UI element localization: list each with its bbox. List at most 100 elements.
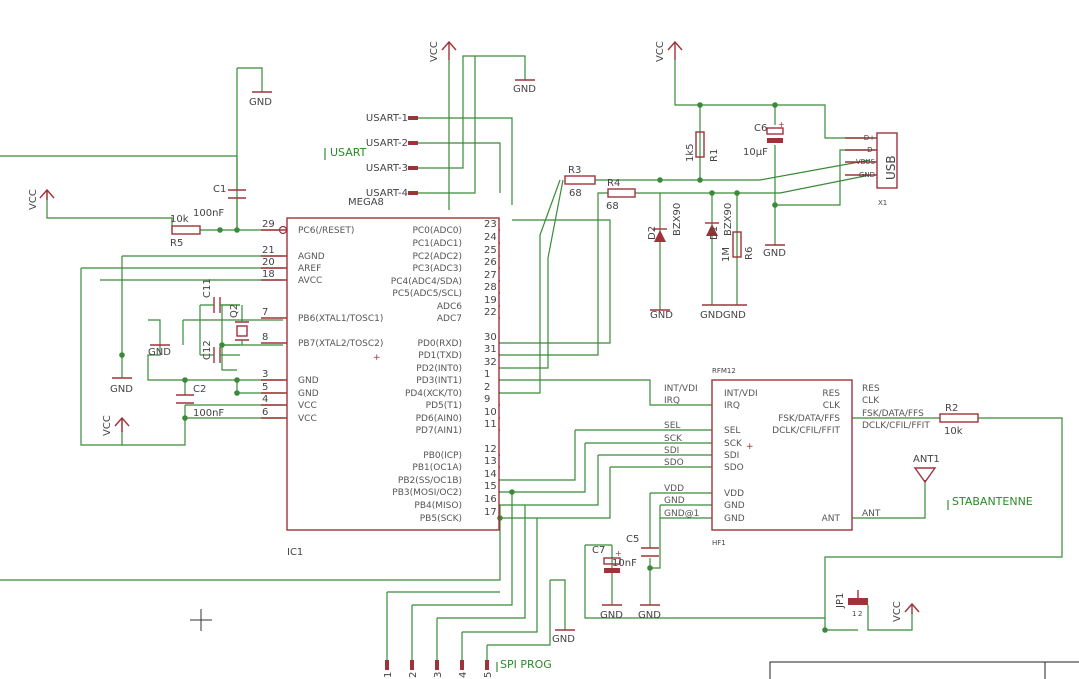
svg-text:+: + bbox=[778, 120, 785, 129]
r4-name: R4 bbox=[607, 178, 620, 189]
ic1-pin-name: PD3(INT1) bbox=[416, 376, 462, 386]
capacitor-c7: + C7 10nF bbox=[592, 545, 637, 573]
ic1-pin-number: 7 bbox=[262, 307, 268, 318]
svg-text:+: + bbox=[373, 353, 381, 363]
capacitor-c11: C11 bbox=[200, 278, 240, 313]
resistor-r2: R2 10k bbox=[939, 403, 979, 437]
ic1-pin-number: 19 bbox=[484, 295, 497, 306]
jumper-jp1: JP1 1 2 bbox=[835, 590, 868, 618]
ic1-pin-name: PB6(XTAL1/TOSC1) bbox=[298, 314, 383, 324]
hf1-pin-name: IRQ bbox=[724, 401, 740, 411]
svg-text:GND: GND bbox=[650, 310, 673, 321]
ic1-pin-name: PD1(TXD) bbox=[418, 351, 462, 361]
hf1-pin-name: SCK bbox=[724, 439, 743, 449]
ic1-pin-number: 17 bbox=[484, 507, 497, 518]
ic1-pin-number: 31 bbox=[484, 344, 497, 355]
r6-value: 1M bbox=[721, 247, 732, 262]
gnd-symbol-5: GND bbox=[763, 244, 786, 259]
ic1-pin-number: 26 bbox=[484, 257, 497, 268]
gnd-symbol-6: GND bbox=[650, 309, 673, 321]
usart-pin-label: USART-2 bbox=[366, 138, 408, 149]
spi-label: SPI PROG bbox=[500, 658, 552, 671]
ic1-pin-name: AGND bbox=[298, 252, 325, 262]
wires bbox=[0, 55, 1079, 679]
spi-pin-mark bbox=[385, 660, 389, 670]
resistor-r1: 1k5 R1 bbox=[685, 131, 720, 162]
ic1-pin-name: PD4(XCK/T0) bbox=[405, 389, 462, 399]
gnd-symbol-9: GND bbox=[638, 604, 661, 621]
resistor-r5: 10k R5 bbox=[170, 214, 201, 249]
ic1-pin-name: PB2(SS/OC1B) bbox=[398, 476, 462, 486]
hf1-value: RFM12 bbox=[712, 367, 736, 375]
ic1-pin-number: 29 bbox=[262, 219, 275, 230]
c5-name: C5 bbox=[626, 534, 639, 545]
ic1-pin-number: 30 bbox=[484, 332, 497, 343]
c7-value: 10nF bbox=[612, 558, 637, 569]
r1-value: 1k5 bbox=[685, 143, 696, 162]
r3-value: 68 bbox=[569, 188, 582, 199]
ic1-pin-number: 10 bbox=[484, 407, 497, 418]
hf1-pin-name: GND bbox=[724, 514, 745, 524]
ic1-pin-number: 2 bbox=[484, 382, 490, 393]
c12-name: C12 bbox=[202, 340, 213, 360]
vcc-symbol-1: VCC bbox=[28, 188, 55, 210]
ic1-pin-number: 20 bbox=[262, 257, 275, 268]
hf1-pin-name: SDI bbox=[724, 451, 739, 461]
hf1-pin-name: VDD bbox=[724, 489, 744, 499]
c6-value: 10µF bbox=[743, 147, 768, 158]
svg-text:VCC: VCC bbox=[429, 41, 440, 62]
ant1-label: STABANTENNE bbox=[952, 495, 1033, 508]
usart-pin-mark bbox=[408, 116, 418, 120]
ic1-pin-name: PB1(OC1A) bbox=[412, 463, 462, 473]
svg-text:GND: GND bbox=[638, 610, 661, 621]
svg-text:GND: GND bbox=[552, 634, 575, 645]
usb-pin-label: VBUS bbox=[856, 158, 876, 166]
r2-name: R2 bbox=[945, 403, 958, 414]
svg-text:GND: GND bbox=[148, 347, 171, 358]
spi-pin-number: 4 bbox=[458, 672, 469, 678]
ic1-pin-number: 15 bbox=[484, 481, 497, 492]
r5-value: 10k bbox=[170, 214, 189, 225]
ic1-pin-name: GND bbox=[298, 389, 319, 399]
svg-text:VCC: VCC bbox=[655, 41, 666, 62]
usart-pin-label: USART-1 bbox=[366, 113, 408, 124]
svg-text:GNDGND: GNDGND bbox=[700, 310, 746, 321]
vcc-symbol-2: VCC bbox=[429, 40, 457, 210]
hf1-name: HF1 bbox=[712, 539, 726, 547]
ic1-pin-number: 14 bbox=[484, 469, 497, 480]
svg-text:GND: GND bbox=[513, 84, 536, 95]
hf1-net-label: GND@1 bbox=[664, 509, 699, 519]
ic1-pin-number: 9 bbox=[484, 394, 490, 405]
c1-value: 100nF bbox=[193, 208, 224, 219]
c7-name: C7 bbox=[592, 545, 605, 556]
vcc-symbol-3: VCC bbox=[655, 40, 683, 62]
zener-d2: D2 BZX90 bbox=[647, 203, 683, 242]
ic1-pin-name: PC1(ADC1) bbox=[412, 239, 462, 249]
c11-name: C11 bbox=[202, 278, 213, 298]
q2-name: Q2 bbox=[229, 304, 240, 318]
ic1-pin-name: ADC7 bbox=[437, 314, 462, 324]
svg-text:GND: GND bbox=[110, 384, 133, 395]
ic1-pin-name: VCC bbox=[298, 401, 317, 411]
gnd-symbol-3: GND bbox=[148, 344, 171, 358]
spi-pin-mark bbox=[435, 660, 439, 670]
usart-pin-mark bbox=[408, 191, 418, 195]
ic1-pin-name: PD6(AIN0) bbox=[416, 414, 462, 424]
ic1-value: MEGA8 bbox=[348, 197, 384, 208]
c6-name: C6 bbox=[754, 123, 767, 134]
c2-name: C2 bbox=[193, 384, 206, 395]
zener-d1: D1 BZX90 bbox=[705, 203, 734, 240]
capacitor-c12: C12 bbox=[200, 340, 240, 363]
hf1-rfm12: RFM12 HF1 + INT/VDIINT/VDIIRQIRQSELSELSC… bbox=[664, 367, 930, 547]
ic1-pin-number: 18 bbox=[262, 269, 275, 280]
jp1-pin-2: 2 bbox=[858, 610, 862, 618]
usart-pin-label: USART-3 bbox=[366, 163, 408, 174]
ic1-pin-name: PB7(XTAL2/TOSC2) bbox=[298, 339, 383, 349]
svg-text:GND: GND bbox=[600, 610, 623, 621]
origin-crosshair bbox=[190, 609, 212, 631]
gnd-symbol-7: GNDGND bbox=[700, 304, 747, 321]
capacitor-c2: C2 100nF bbox=[176, 384, 224, 419]
hf1-pin-name: FSK/DATA/FFS bbox=[778, 414, 840, 424]
